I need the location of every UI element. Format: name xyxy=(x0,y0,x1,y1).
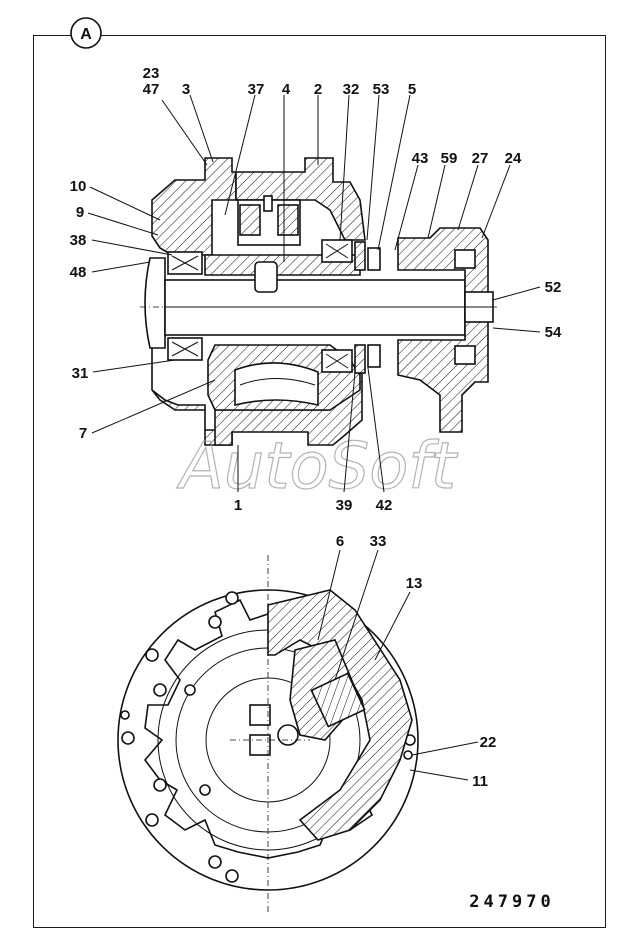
bearing-right-upper xyxy=(321,239,353,263)
watermark: AutoSoft xyxy=(176,430,459,504)
callout-47: 47 xyxy=(143,81,160,98)
callout-54: 54 xyxy=(545,324,562,341)
rotor-cavity xyxy=(234,362,319,407)
end-view-section xyxy=(267,589,413,841)
callout-32: 32 xyxy=(343,81,360,98)
drawing-frame xyxy=(33,35,606,928)
callout-24: 24 xyxy=(505,150,522,167)
callout-31: 31 xyxy=(72,365,89,382)
seal-upper xyxy=(354,241,366,271)
hub-end-view xyxy=(117,555,419,912)
callout-2: 2 xyxy=(314,81,322,98)
piston-pin xyxy=(263,195,273,212)
housing-top xyxy=(235,157,366,241)
figure-number: 247970 xyxy=(469,892,554,912)
callout-7: 7 xyxy=(79,425,87,442)
callout-1: 1 xyxy=(234,497,242,514)
housing-left xyxy=(151,157,237,256)
callout-10: 10 xyxy=(70,178,87,195)
flange-bolt-upper xyxy=(454,249,476,269)
callout-6: 6 xyxy=(336,533,344,550)
callout-39: 39 xyxy=(336,497,353,514)
callout-52: 52 xyxy=(545,279,562,296)
spacer-upper xyxy=(367,247,381,271)
piston-section-cap xyxy=(310,672,366,728)
piston-left xyxy=(239,204,261,236)
callout-23: 23 xyxy=(143,65,160,82)
output-flange xyxy=(397,227,489,433)
view-badge-label: A xyxy=(80,26,92,43)
shaft-key xyxy=(254,261,278,293)
seal-lower xyxy=(354,344,366,374)
callout-48: 48 xyxy=(70,264,87,281)
spacer-lower xyxy=(367,344,381,368)
callout-42: 42 xyxy=(376,497,393,514)
callout-11: 11 xyxy=(472,773,488,790)
callout-43: 43 xyxy=(412,150,429,167)
callout-5: 5 xyxy=(408,81,416,98)
callout-3: 3 xyxy=(182,81,190,98)
leader-lines xyxy=(87,94,541,781)
bearing-left-lower xyxy=(167,337,203,361)
callout-4: 4 xyxy=(282,81,291,98)
callout-22: 22 xyxy=(480,734,497,751)
callout-59: 59 xyxy=(441,150,458,167)
hub-section-view xyxy=(140,157,500,446)
bearing-right-lower xyxy=(321,349,353,373)
cover-left xyxy=(144,257,166,349)
callout-labels: 23 47 3 37 4 2 32 53 5 43 59 27 24 10 9 … xyxy=(70,65,562,790)
view-badge: A xyxy=(70,17,102,49)
callout-38: 38 xyxy=(70,232,87,249)
callout-27: 27 xyxy=(472,150,489,167)
center-block-upper xyxy=(249,704,271,726)
flange-bolt-lower xyxy=(454,345,476,365)
center-block-lower xyxy=(249,734,271,756)
piston-right xyxy=(277,204,299,236)
bearing-left-upper xyxy=(167,251,203,275)
callout-9: 9 xyxy=(76,204,84,221)
callout-53: 53 xyxy=(373,81,390,98)
callout-13: 13 xyxy=(406,575,423,592)
callout-33: 33 xyxy=(370,533,387,550)
callout-37: 37 xyxy=(248,81,265,98)
